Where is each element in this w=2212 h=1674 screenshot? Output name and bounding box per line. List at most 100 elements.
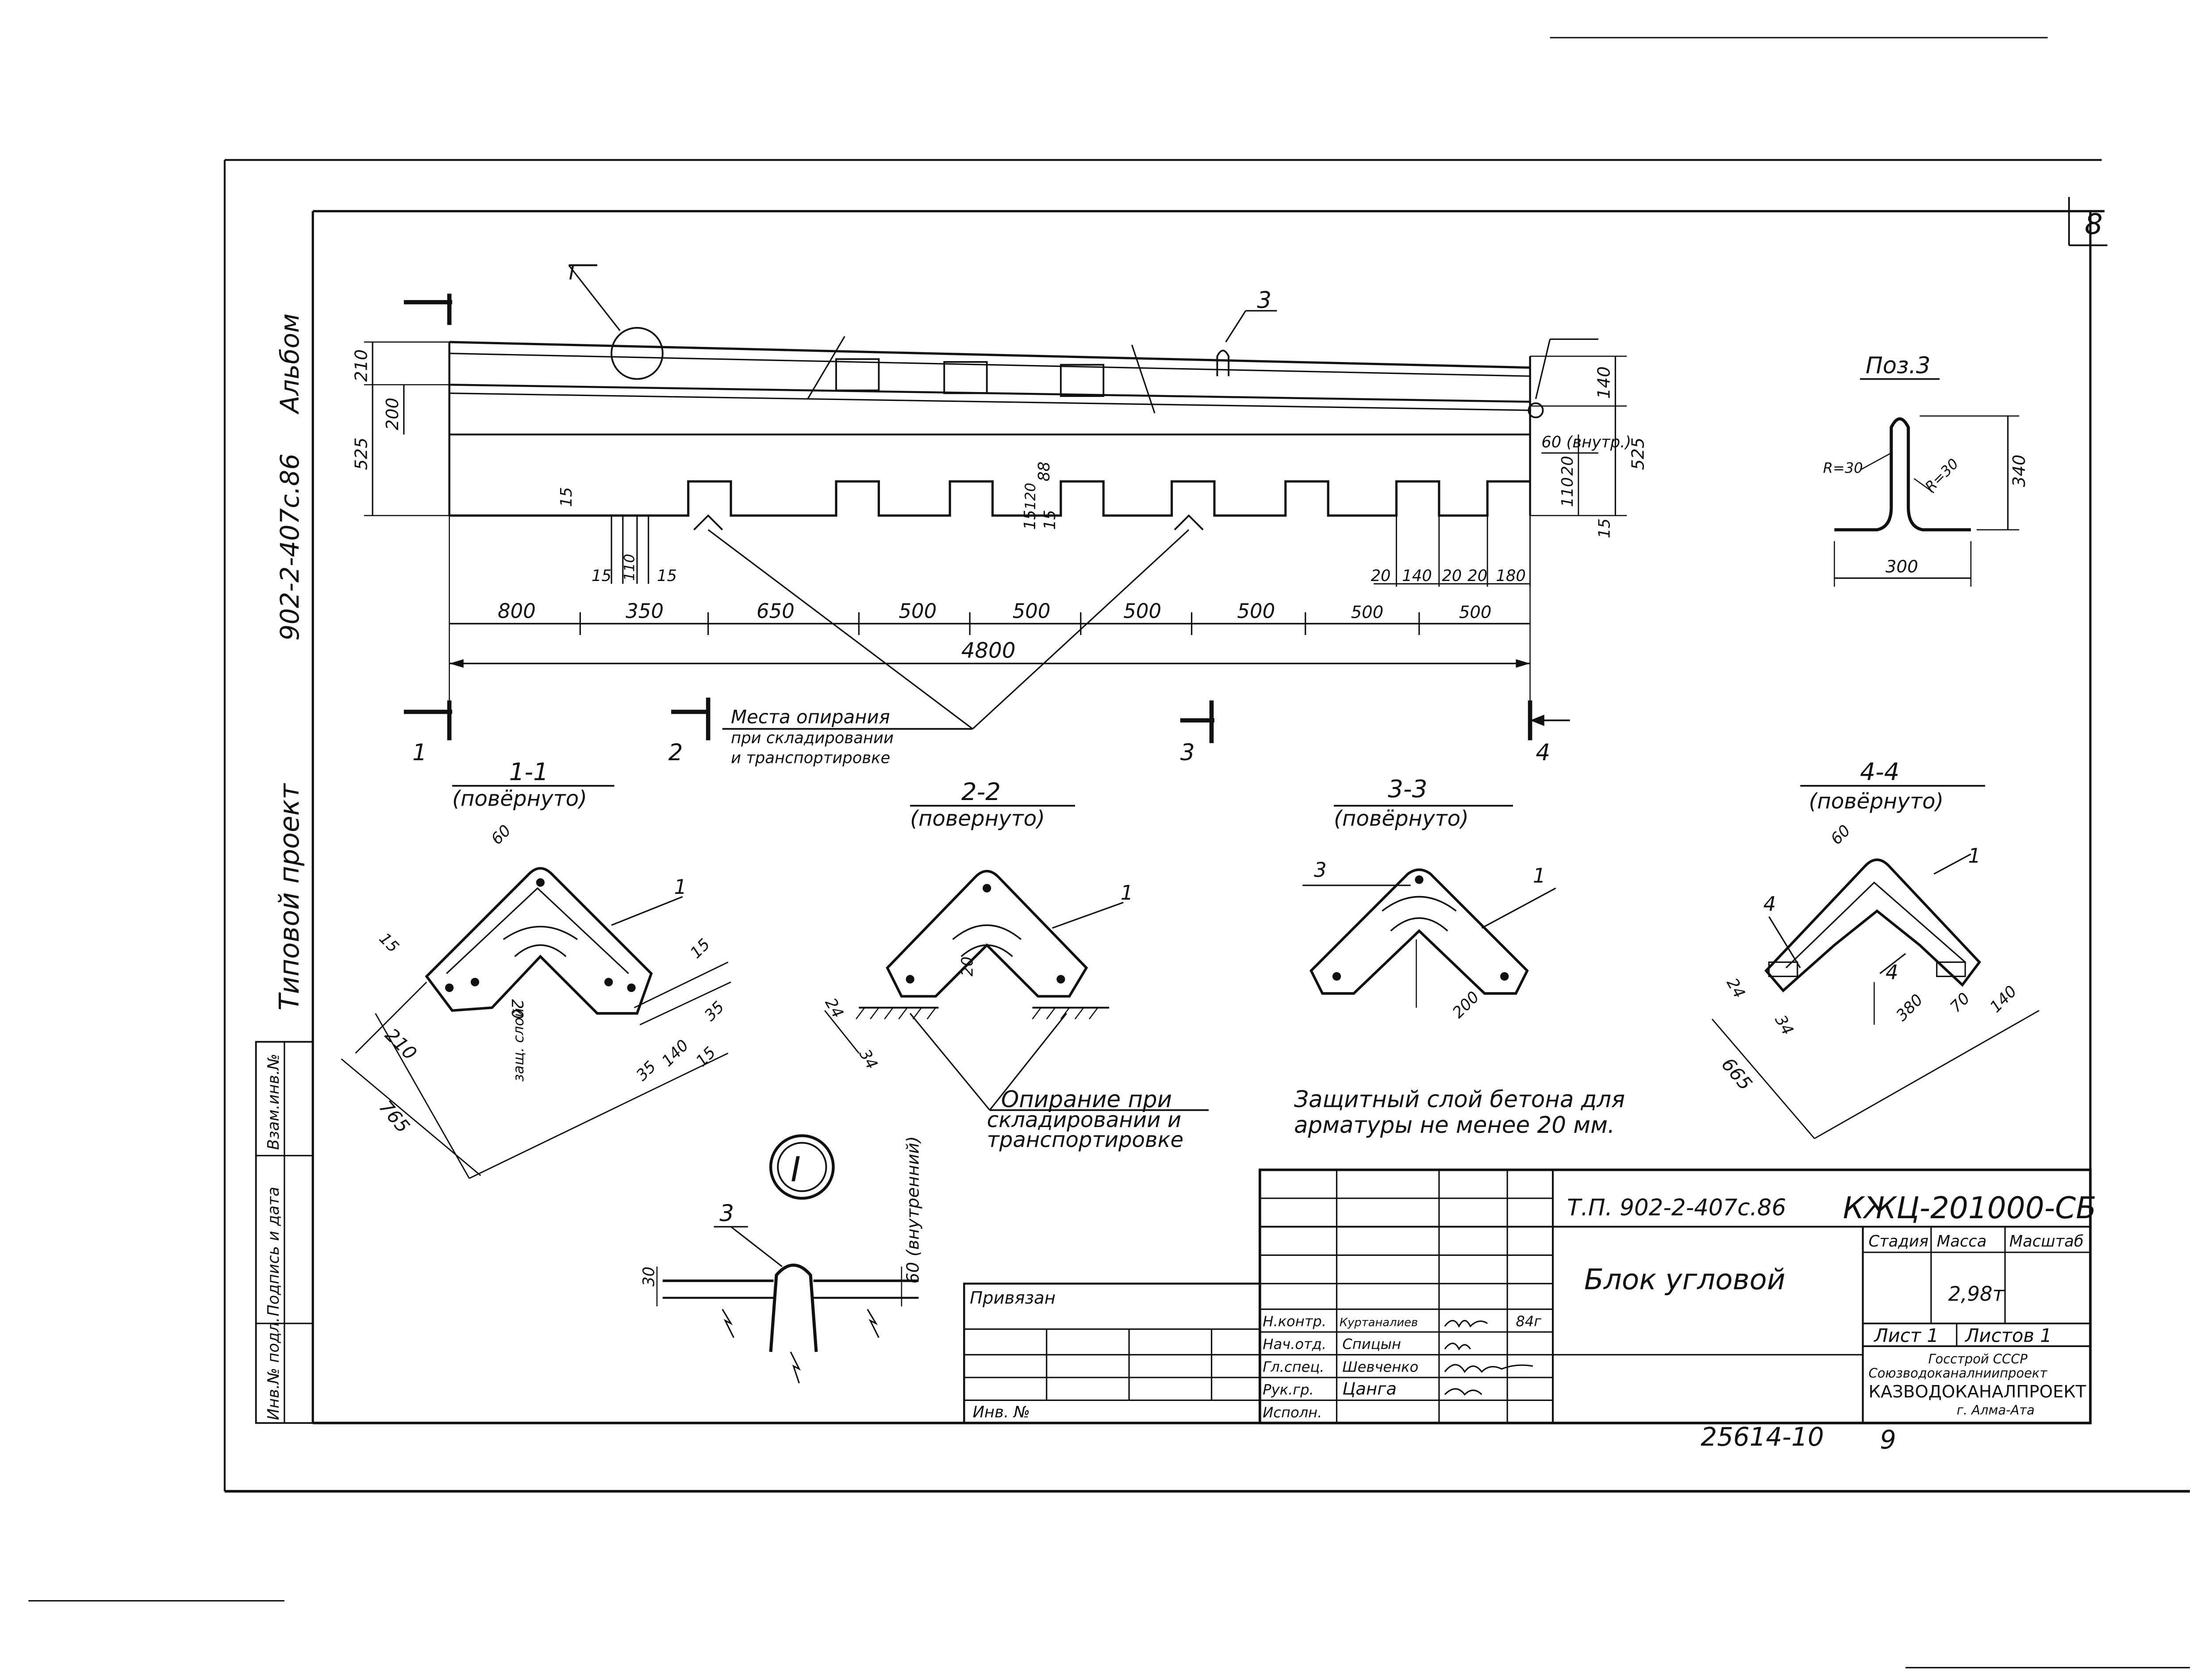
support-note-line2: при складировании bbox=[731, 729, 894, 747]
dim-bottom-500d: 500 bbox=[1237, 600, 1275, 623]
detail-i-leader: 3 bbox=[719, 1200, 734, 1227]
dim-detail-15a: 15 bbox=[591, 567, 611, 585]
dim-bottom-500c: 500 bbox=[1123, 600, 1161, 623]
section-4-4-leader-bottom: 4 bbox=[1886, 961, 1898, 984]
tb-name-4: Цанга bbox=[1342, 1379, 1397, 1399]
section-4-4 bbox=[1711, 785, 2040, 1139]
page-number: 9 bbox=[1880, 1425, 1896, 1455]
tb-role-4: Рук.гр. bbox=[1263, 1382, 1313, 1398]
detail-i bbox=[656, 1134, 919, 1384]
section-1-1-dim-60: 60 bbox=[488, 821, 515, 848]
left-stamp bbox=[255, 1041, 314, 1424]
section-1-1-layer: защ. слой bbox=[510, 1008, 527, 1081]
tb-header-scale: Масштаб bbox=[2009, 1232, 2084, 1251]
signatures bbox=[1444, 1320, 1533, 1396]
section-1-1-dim-15a: 15 bbox=[376, 929, 403, 956]
section-1-1-title: 1-1 bbox=[509, 758, 549, 786]
tb-header-mass: Масса bbox=[1937, 1232, 1987, 1251]
stamp-replace-label: Взам.инв.№ bbox=[265, 1054, 283, 1150]
detail-i-dim-30: 30 bbox=[640, 1266, 658, 1286]
tb-bound: Привязан bbox=[970, 1288, 1056, 1308]
project-code-vertical: 902-2-407с.86 bbox=[275, 454, 305, 641]
dim-detail-15b: 15 bbox=[657, 567, 677, 585]
section-3-3-subtitle: (повёрнуто) bbox=[1334, 806, 1469, 831]
dim-detail-180: 180 bbox=[1496, 567, 1525, 585]
dim-slot-15c: 15 bbox=[1041, 510, 1059, 530]
tb-org-2: Союзводоканалниипроект bbox=[1869, 1366, 2048, 1381]
tb-inv: Инв. № bbox=[973, 1403, 1030, 1421]
section-2-2-dim-20: 20 bbox=[959, 957, 977, 977]
section-1-1-subtitle: (повёрнуто) bbox=[452, 786, 587, 811]
tb-mass-value: 2,98т bbox=[1948, 1282, 2005, 1305]
pos3-radius-right: R=30 bbox=[1922, 455, 1962, 496]
section-4-4-dim-60: 60 bbox=[1827, 821, 1854, 848]
project-type-vertical: Типовой проект bbox=[274, 782, 305, 1010]
cut-label-4: 4 bbox=[1536, 739, 1550, 766]
support-note-line3: и транспортировке bbox=[731, 749, 890, 767]
tb-org-1: Госстрой СССР bbox=[1928, 1351, 2028, 1366]
section-2-2-dim-24: 24 bbox=[821, 995, 847, 1021]
section-2-2-leader: 1 bbox=[1121, 881, 1133, 904]
pos3-title: Поз.3 bbox=[1866, 353, 1930, 379]
section-1-1-dim-15b: 15 bbox=[687, 935, 714, 962]
album-label: Альбом bbox=[275, 313, 305, 415]
cover-note-line1: Защитный слой бетона для bbox=[1294, 1086, 1625, 1113]
tb-date-1: 84г bbox=[1516, 1313, 1542, 1330]
support-note-line1: Места опирания bbox=[731, 706, 890, 727]
support-note-2-line2: складировании и bbox=[987, 1108, 1181, 1132]
section-1-1-dim-140: 140 bbox=[658, 1036, 692, 1070]
section-1-1 bbox=[341, 785, 731, 1179]
section-1-1-dim-20: 20 bbox=[508, 999, 526, 1019]
section-1-1-dim-765: 765 bbox=[375, 1096, 414, 1137]
detail-i-label: I bbox=[791, 1150, 801, 1189]
section-4-4-leader-left: 4 bbox=[1763, 893, 1776, 916]
dim-detail-20a: 20 bbox=[1371, 567, 1391, 585]
section-1-1-dim-35a: 35 bbox=[633, 1058, 660, 1085]
elevation-view bbox=[364, 264, 1627, 743]
dim-detail-20b: 20 bbox=[1442, 567, 1462, 585]
detail-i-dim-60: 60 (внутренний) bbox=[903, 1136, 923, 1283]
callout-i-label: I bbox=[569, 261, 575, 285]
section-4-4-dim-140: 140 bbox=[1986, 982, 2020, 1016]
dim-right-140: 140 bbox=[1594, 366, 1614, 399]
tb-code: КЖЦ-201000-СБ bbox=[1843, 1190, 2097, 1225]
tb-org-4: г. Алма-Ата bbox=[1957, 1403, 2035, 1418]
section-4-4-dim-665: 665 bbox=[1717, 1054, 1757, 1095]
tb-sheet: Лист 1 bbox=[1873, 1325, 1939, 1347]
dim-detail-20c: 20 bbox=[1467, 567, 1487, 585]
section-1-1-dim-35b: 35 bbox=[701, 998, 728, 1025]
section-3-3-dim-200: 200 bbox=[1449, 988, 1483, 1022]
dim-left-200: 200 bbox=[383, 398, 403, 431]
tb-sheets: Листов 1 bbox=[1964, 1325, 2052, 1347]
dim-detail-110: 110 bbox=[621, 554, 638, 581]
tb-role-3: Гл.спец. bbox=[1263, 1358, 1324, 1375]
tb-header-stage: Стадия bbox=[1869, 1232, 1929, 1251]
stamp-signature-label: Подпись и дата bbox=[265, 1187, 283, 1316]
section-2-2-subtitle: (повернуто) bbox=[910, 806, 1045, 831]
tb-role-1: Н.контр. bbox=[1263, 1313, 1326, 1330]
section-4-4-dim-380: 380 bbox=[1893, 991, 1927, 1025]
dim-right-20: 20 bbox=[1559, 456, 1577, 476]
cut-label-3: 3 bbox=[1180, 739, 1195, 766]
callout-3-label: 3 bbox=[1257, 287, 1271, 314]
section-2-2 bbox=[824, 804, 1209, 1111]
cut-label-1: 1 bbox=[412, 739, 427, 766]
dim-detail-140: 140 bbox=[1402, 567, 1432, 585]
section-4-4-dim-34: 34 bbox=[1771, 1012, 1797, 1038]
dim-right-15: 15 bbox=[1596, 519, 1614, 539]
cut-label-2: 2 bbox=[668, 739, 683, 766]
dim-slot-88: 88 bbox=[1035, 462, 1053, 481]
section-3-3-leader-left: 3 bbox=[1314, 858, 1327, 881]
tb-role-5: Исполн. bbox=[1263, 1404, 1322, 1421]
dim-left-210: 210 bbox=[351, 349, 371, 382]
pos3-detail bbox=[1834, 378, 2020, 587]
section-4-4-subtitle: (повёрнуто) bbox=[1809, 789, 1944, 814]
dim-bottom-500b: 500 bbox=[1013, 600, 1051, 623]
section-3-3-title: 3-3 bbox=[1388, 775, 1427, 803]
tb-name: Блок угловой bbox=[1584, 1263, 1786, 1297]
sheet-number: 8 bbox=[2085, 208, 2103, 241]
section-1-1-dim-210: 210 bbox=[381, 1024, 421, 1064]
dim-bottom-500a: 500 bbox=[899, 600, 937, 623]
tb-project: Т.П. 902-2-407с.86 bbox=[1567, 1195, 1786, 1221]
dim-right-110: 110 bbox=[1559, 477, 1577, 507]
